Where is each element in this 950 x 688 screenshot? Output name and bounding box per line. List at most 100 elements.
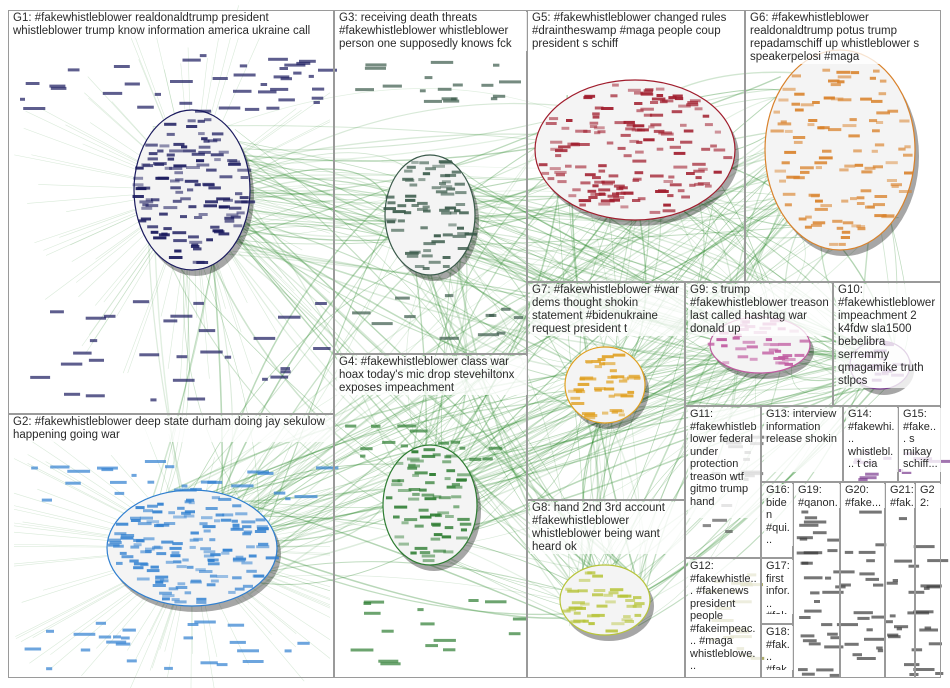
node <box>20 97 25 101</box>
node <box>360 454 366 458</box>
node <box>692 162 706 166</box>
node <box>159 144 170 148</box>
node <box>609 588 624 592</box>
node <box>735 347 747 351</box>
node <box>873 69 880 73</box>
node <box>482 457 493 461</box>
node <box>431 522 441 526</box>
node <box>203 550 216 554</box>
node <box>566 608 577 612</box>
node <box>804 516 818 520</box>
node <box>180 215 187 219</box>
node <box>799 616 811 619</box>
node <box>120 536 134 540</box>
node <box>577 589 588 593</box>
node <box>417 608 424 612</box>
node <box>46 629 54 633</box>
node <box>557 180 567 184</box>
node <box>626 123 636 127</box>
node <box>593 589 606 592</box>
node <box>430 537 441 541</box>
node <box>204 118 212 122</box>
node <box>793 176 805 180</box>
node <box>297 641 310 645</box>
cluster-body <box>384 154 476 276</box>
node <box>442 256 451 259</box>
edge <box>590 411 615 583</box>
node <box>419 515 432 519</box>
node <box>650 123 662 127</box>
node <box>113 635 121 639</box>
node <box>65 481 81 485</box>
node <box>173 515 187 519</box>
node <box>911 648 923 652</box>
node <box>188 501 195 505</box>
node <box>273 491 286 495</box>
group-panel-g19: G19: #qanon... <box>793 482 840 678</box>
group-label-g8: G8: hand 2nd 3rd account #fakewhistleblo… <box>530 502 684 554</box>
node <box>241 520 256 524</box>
node <box>237 168 252 172</box>
node <box>898 147 906 151</box>
node <box>195 568 206 572</box>
node <box>444 477 451 481</box>
node <box>170 179 180 183</box>
node <box>223 198 233 202</box>
node <box>618 186 628 190</box>
node <box>239 64 248 68</box>
node <box>878 92 887 96</box>
node <box>313 347 331 350</box>
node <box>130 545 140 549</box>
edge <box>631 382 867 622</box>
node <box>547 177 555 181</box>
node <box>889 614 896 618</box>
node <box>585 360 593 364</box>
node <box>438 441 450 445</box>
node <box>159 212 168 216</box>
node <box>853 149 862 153</box>
node <box>775 361 789 365</box>
node <box>98 635 112 639</box>
node <box>198 132 205 136</box>
node <box>609 198 620 202</box>
node <box>871 615 885 619</box>
edge <box>253 551 593 616</box>
group-label-g4: G4: #fakewhistleblower class war hoax to… <box>337 356 527 395</box>
node <box>186 498 195 502</box>
node <box>865 577 879 581</box>
node <box>183 149 196 153</box>
node <box>151 198 160 202</box>
node <box>174 488 197 492</box>
node <box>861 170 873 174</box>
node <box>640 107 654 111</box>
node <box>840 236 850 239</box>
node <box>114 491 125 495</box>
group-panel-g1: G1: #fakewhistleblower realdonaldtrump p… <box>8 10 334 414</box>
node <box>442 233 453 237</box>
node <box>201 137 208 141</box>
node <box>623 120 635 124</box>
node <box>704 184 712 188</box>
edge <box>200 125 562 143</box>
node <box>200 350 223 354</box>
node <box>672 94 683 98</box>
node <box>171 551 180 555</box>
node <box>431 186 441 190</box>
node <box>229 160 240 164</box>
node <box>716 338 727 342</box>
node <box>73 632 96 636</box>
node <box>852 653 862 657</box>
node <box>172 378 195 382</box>
node <box>655 87 665 91</box>
node <box>570 396 581 400</box>
edge <box>445 196 583 597</box>
node <box>97 466 118 470</box>
node <box>147 480 155 484</box>
node <box>804 609 822 613</box>
node <box>456 478 467 482</box>
node <box>184 500 192 504</box>
node <box>433 549 446 553</box>
node <box>444 294 454 298</box>
node <box>658 131 673 135</box>
node <box>828 79 840 83</box>
